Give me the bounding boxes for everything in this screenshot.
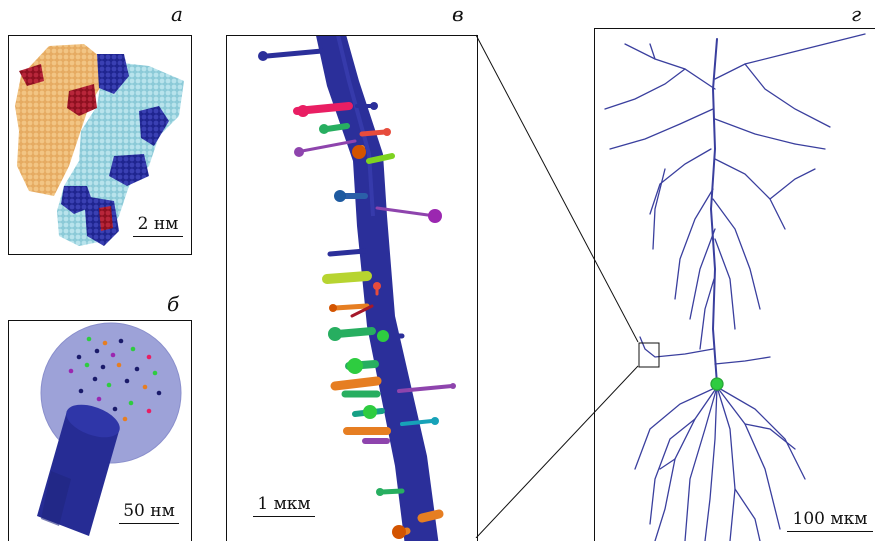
panel-label-a: а	[171, 2, 183, 26]
protein-structure-illustration	[15, 44, 184, 246]
synapse-sphere-illustration	[37, 322, 182, 536]
scale-line-g	[787, 531, 873, 532]
pyramidal-neuron-illustration	[604, 33, 866, 541]
spines	[258, 48, 456, 539]
panel-a-protein: 2 нм	[8, 35, 192, 255]
scale-line-v	[253, 516, 315, 517]
vesicle-dots	[68, 336, 162, 422]
scale-line-b	[119, 523, 179, 524]
panel-label-g: г	[851, 2, 862, 26]
panel-label-v: в	[452, 2, 464, 26]
scale-bar-a: 2 нм	[133, 214, 183, 237]
scale-bar-g: 100 мкм	[787, 509, 873, 532]
scale-bar-v: 1 мкм	[253, 494, 315, 517]
dendrite-segment-illustration	[258, 36, 456, 541]
panel-label-b: б	[167, 292, 180, 316]
panel-b-synapse: 50 нм	[8, 320, 192, 541]
scale-label-g: 100 мкм	[792, 509, 868, 529]
scale-label-a: 2 нм	[137, 214, 179, 234]
scale-bar-b: 50 нм	[119, 501, 179, 524]
spine-cylinder	[37, 404, 120, 536]
panel-v-dendrite: 1 мкм	[226, 35, 478, 541]
scale-label-v: 1 мкм	[257, 494, 311, 514]
scale-line-a	[133, 236, 183, 237]
panel-g-neuron: 100 мкм	[594, 28, 875, 541]
scale-label-b: 50 нм	[123, 501, 175, 521]
